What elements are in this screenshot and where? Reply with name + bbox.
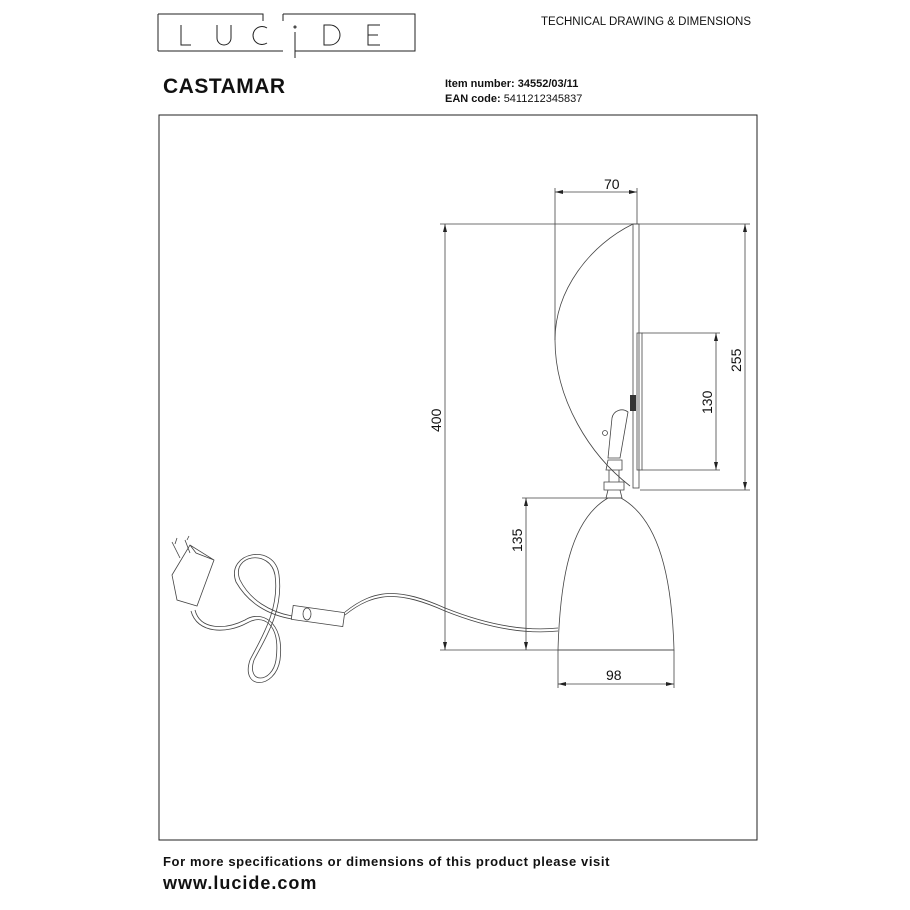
dim-shade-depth: 70: [604, 176, 620, 192]
dimension-lines: [440, 188, 750, 688]
document-type: TECHNICAL DRAWING & DIMENSIONS: [541, 16, 751, 28]
plug-adapter: [171, 544, 215, 607]
lamp-shade: [554, 223, 634, 487]
dim-base-width: 98: [606, 667, 622, 683]
dim-total-height: 400: [428, 408, 444, 432]
website-link[interactable]: www.lucide.com: [163, 873, 318, 893]
dim-shade-height: 255: [728, 348, 744, 372]
item-info: Item number: 34552/03/11 EAN code: 54112…: [445, 77, 582, 107]
item-number-value: 34552/03/11: [517, 78, 579, 90]
ean-label: EAN code:: [445, 93, 501, 105]
lucide-logo: [157, 13, 416, 58]
product-name: CASTAMAR: [163, 75, 286, 98]
dim-base-height: 135: [509, 528, 525, 552]
drawing-frame: [158, 114, 758, 841]
dim-plate-height: 130: [699, 390, 715, 414]
footer-text: For more specifications or dimensions of…: [163, 854, 611, 869]
ean-value: 5411212345837: [503, 93, 583, 105]
item-number-label: Item number:: [445, 78, 515, 90]
lamp-base: [557, 497, 675, 651]
lamp-drawing: [171, 223, 675, 683]
cable-switch: [290, 604, 346, 628]
back-plate: [632, 223, 640, 489]
